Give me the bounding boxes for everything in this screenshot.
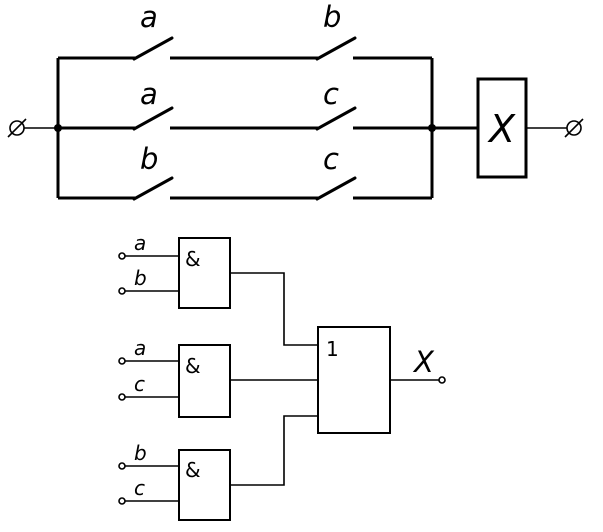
gate-input-label: c [134, 476, 145, 500]
contact-switch [315, 176, 357, 201]
contact-label: b [323, 0, 341, 34]
contact-switch [315, 36, 357, 61]
and-gate-symbol: & [185, 458, 201, 482]
or-gate: 1 [317, 326, 391, 434]
and-1-to-or-wire [230, 272, 318, 346]
relay-branch-2 [58, 106, 432, 131]
contact-switch [132, 106, 174, 131]
contact-label: a [140, 77, 158, 111]
gate-input-label: b [134, 266, 147, 290]
relay-branch-1 [58, 36, 432, 61]
contact-switch [132, 36, 174, 61]
and-3-to-or-wire [230, 415, 318, 486]
and-gate-symbol: & [185, 247, 201, 271]
and-gate-symbol: & [185, 354, 201, 378]
and-gate-2: & a c [118, 336, 231, 418]
output-terminal [526, 118, 584, 138]
contact-label: c [323, 142, 339, 176]
logic-output-label: X [412, 345, 435, 379]
gate-input-label: c [134, 372, 145, 396]
gate-input-label: b [134, 441, 147, 465]
output-element-label: X [487, 107, 516, 151]
gate-input-label: a [134, 336, 146, 360]
input-terminal [7, 118, 58, 138]
contact-switch [132, 176, 174, 201]
or-gate-symbol: 1 [326, 337, 339, 361]
contact-label: a [140, 0, 158, 34]
gate-input-label: a [134, 231, 146, 255]
and-gate-1: & a b [118, 231, 231, 309]
relay-contact-circuit: a b a c b c X [7, 0, 584, 201]
relay-branch-3 [58, 176, 432, 201]
and-gate-3: & b c [118, 441, 231, 521]
logic-output-terminal [438, 376, 446, 384]
contact-label: b [140, 142, 158, 176]
contact-label: c [323, 77, 339, 111]
logic-gate-circuit: & a b & a c & b c [118, 231, 446, 521]
output-element-box [476, 77, 528, 179]
contact-switch [315, 106, 357, 131]
